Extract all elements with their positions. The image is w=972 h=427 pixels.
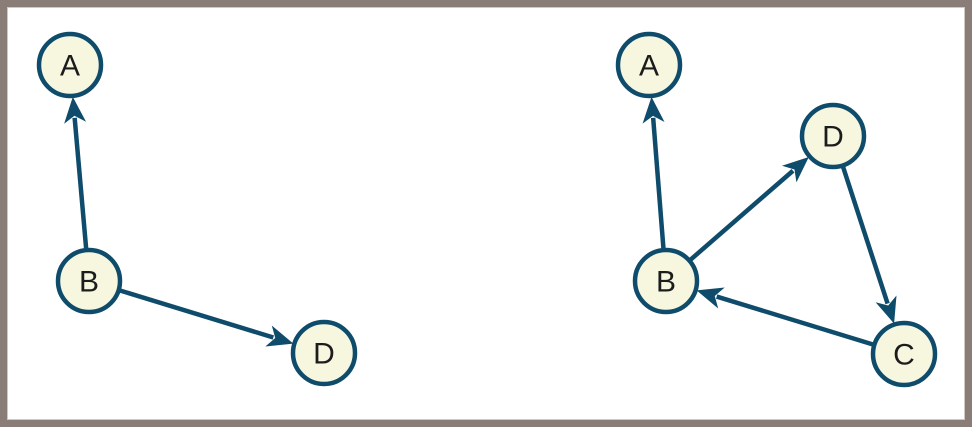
left-directed-graph: A B D (36, 31, 358, 387)
edge-arrowhead (875, 295, 897, 324)
graph-edge[interactable] (840, 165, 897, 324)
graph-node[interactable]: C (870, 320, 938, 388)
edge-arrowhead (781, 156, 809, 183)
edge-shaft (118, 288, 274, 340)
graph-edge[interactable] (118, 288, 294, 347)
node-circle[interactable] (55, 247, 123, 315)
graph-edge[interactable] (688, 156, 809, 262)
edge-hit-area[interactable] (120, 290, 294, 343)
edge-shaft (72, 117, 89, 250)
graph-edge[interactable] (64, 96, 89, 250)
edge-hit-area[interactable] (690, 157, 809, 260)
node-circle[interactable] (799, 102, 867, 170)
graph-node[interactable]: D (290, 319, 358, 387)
node-circle[interactable] (615, 31, 683, 99)
edge-shaft (840, 165, 890, 305)
edge-shaft (650, 117, 666, 250)
diagram-frame (7, 7, 965, 420)
graph-edge[interactable] (696, 287, 875, 347)
graph-node[interactable]: B (632, 247, 700, 315)
edge-arrowhead (265, 325, 294, 347)
edge-arrowhead (642, 96, 665, 124)
edge-shaft (688, 169, 795, 262)
edge-arrowhead (696, 287, 725, 309)
edge-hit-area[interactable] (843, 166, 894, 323)
edge-hit-area[interactable] (697, 290, 874, 344)
graph-node[interactable]: D (799, 102, 867, 170)
right-directed-graph: A B D C (615, 31, 938, 388)
edge-layer (642, 96, 897, 347)
node-circle[interactable] (632, 247, 700, 315)
graph-node[interactable]: B (55, 247, 123, 315)
edge-arrowhead (64, 96, 87, 124)
graph-edge[interactable] (642, 96, 666, 250)
node-circle[interactable] (870, 320, 938, 388)
edge-layer (64, 96, 294, 347)
graph-node[interactable]: A (615, 31, 683, 99)
graph-node[interactable]: A (36, 31, 104, 99)
node-circle[interactable] (36, 31, 104, 99)
edge-shaft (716, 294, 875, 347)
node-circle[interactable] (290, 319, 358, 387)
